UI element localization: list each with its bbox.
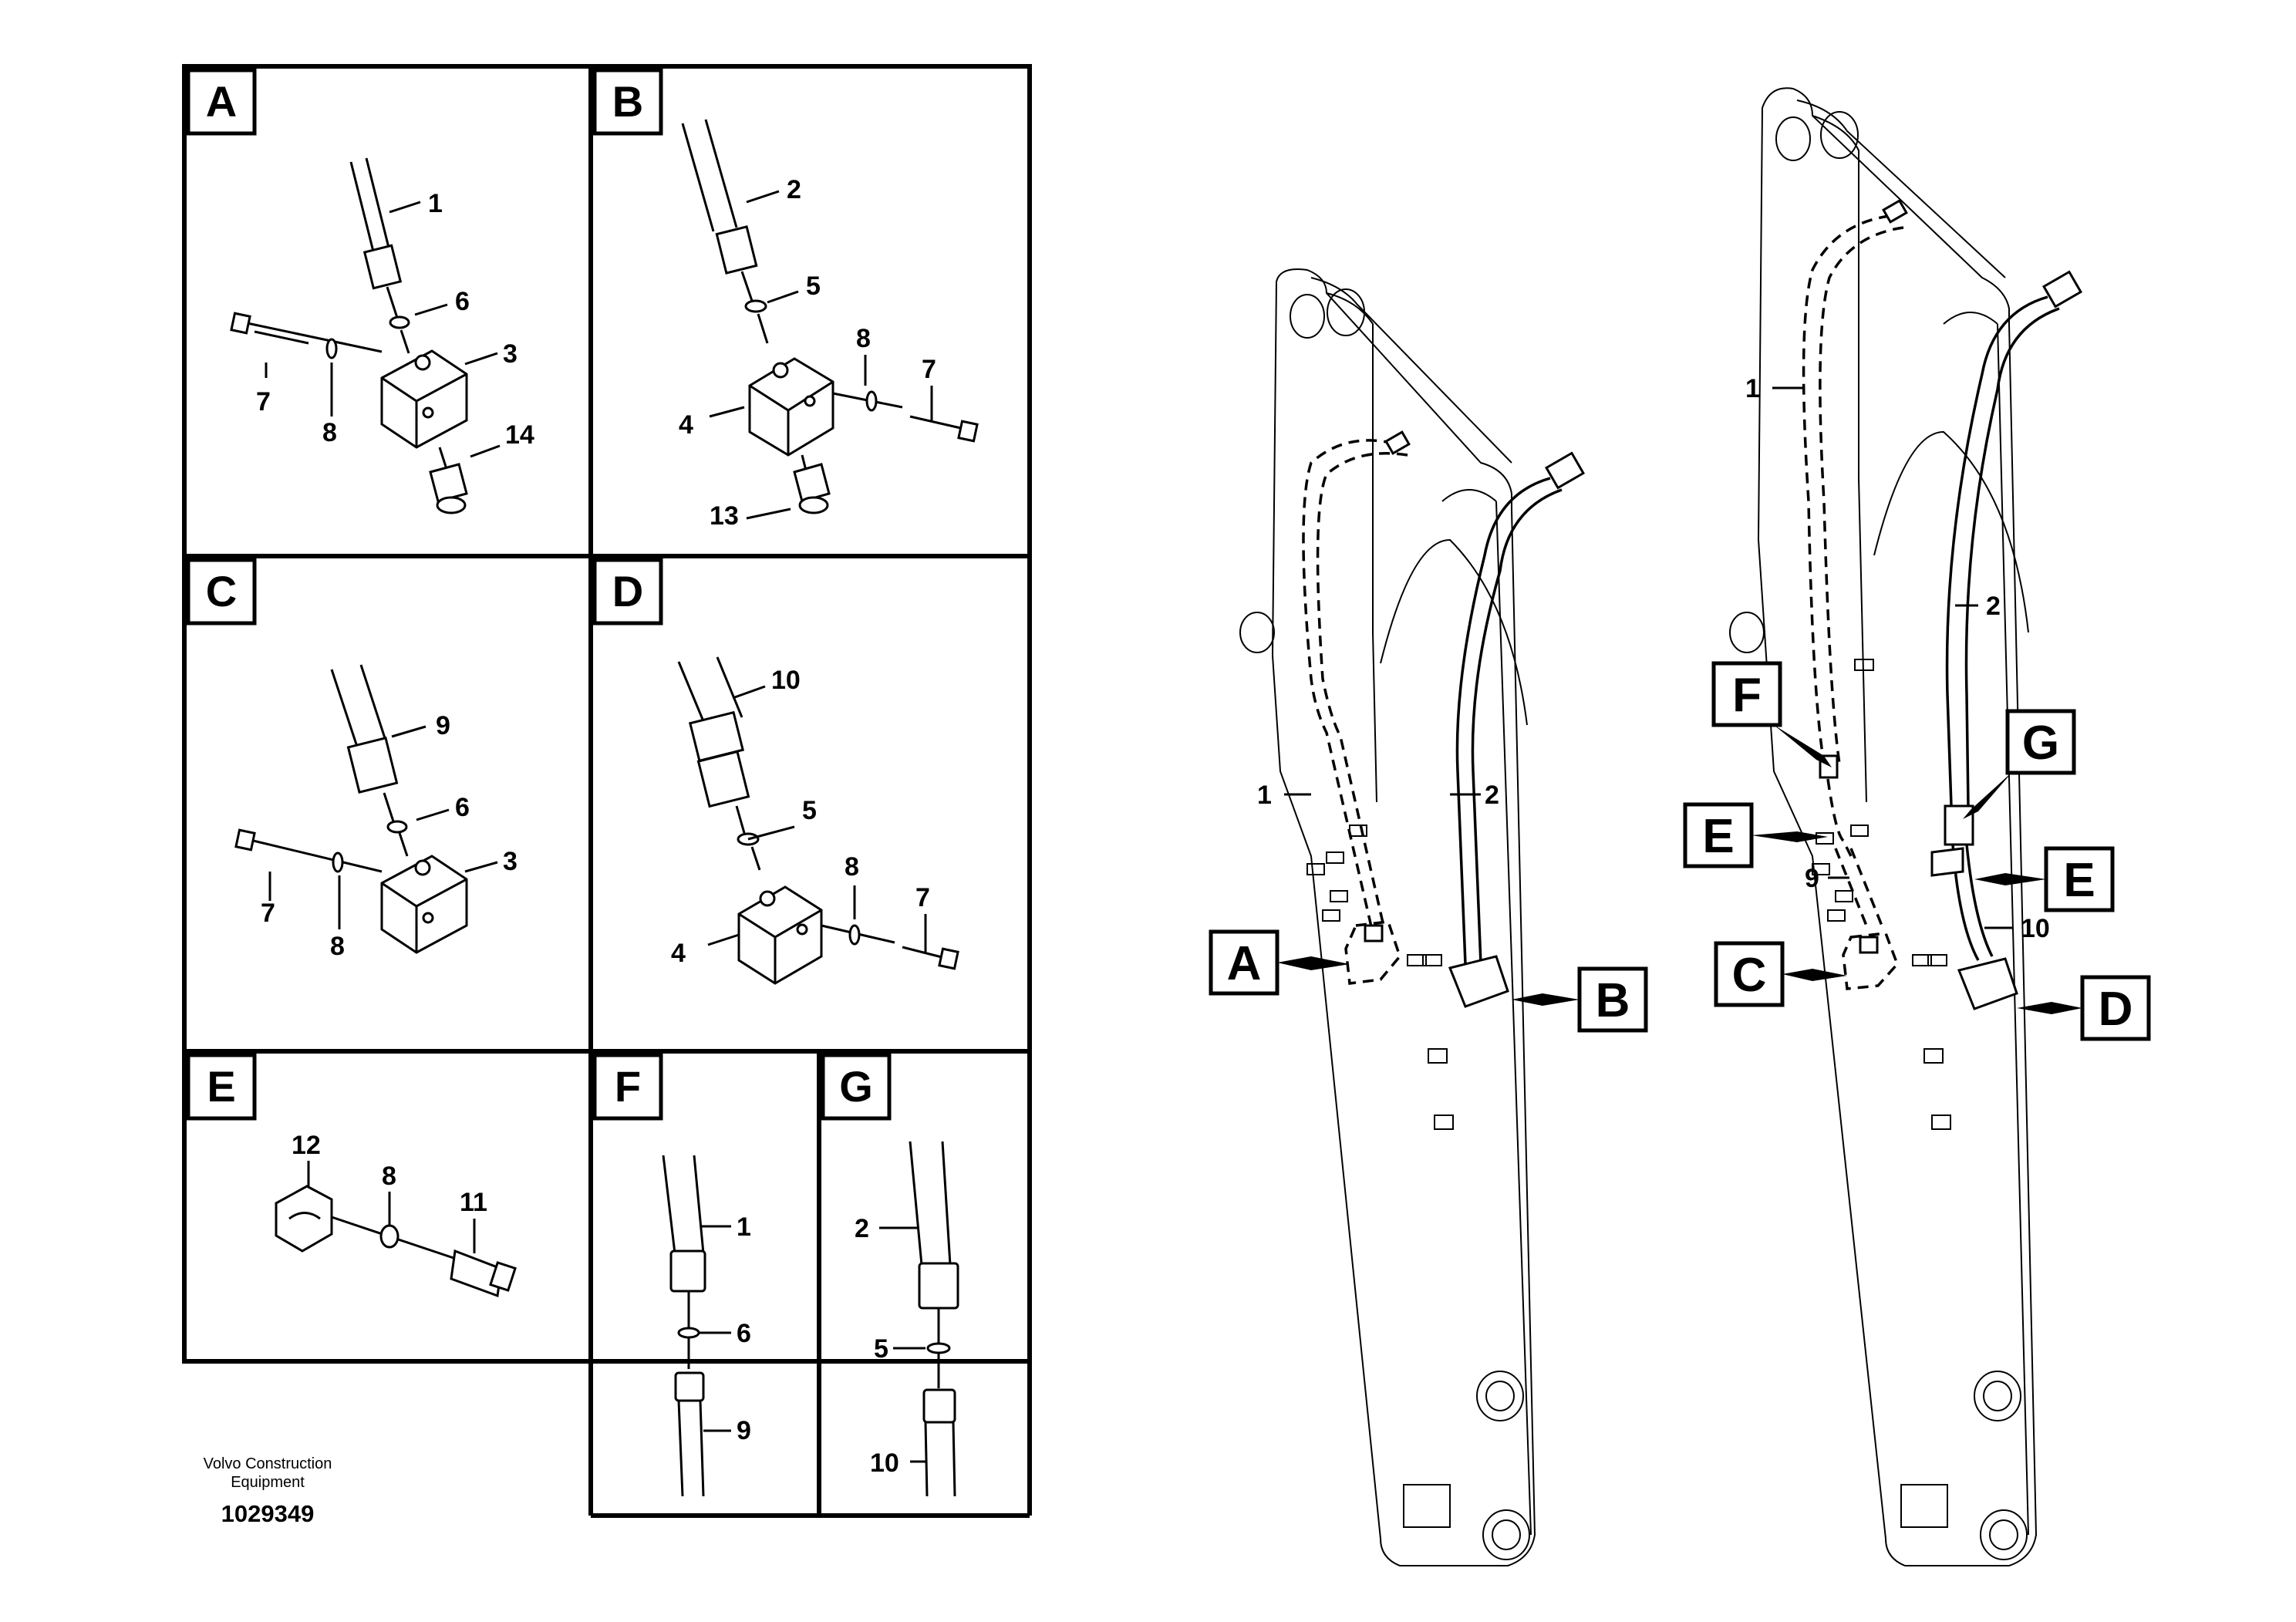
panel-a-callout-8: 8 [322,418,337,447]
boom-left-label-1: 1 [1257,781,1272,810]
panel-b-callout-13: 13 [710,501,739,531]
panel-e-callout-11: 11 [460,1188,487,1217]
boom-right-flag-e-right-label: E [2063,854,2095,907]
panel-b: B 2 5 8 7 4 13 [592,68,979,531]
panel-d-callout-7: 7 [915,883,930,912]
boom-right-label-1: 1 [1745,374,1760,403]
boom-right-label-10: 10 [2021,914,2050,943]
panel-c-callout-9: 9 [436,711,450,740]
panel-a-letter: A [206,77,237,126]
boom-right-flag-d[interactable] [2080,975,2151,1041]
panel-b-callout-2: 2 [787,175,801,204]
panel-d-letter: D [612,567,643,615]
footer: Volvo Construction Equipment 1029349 [204,1455,332,1527]
panel-g-callout-5: 5 [874,1334,888,1364]
panel-d: D 10 5 8 7 4 [592,558,959,985]
panel-b-callout-7: 7 [922,355,936,384]
panel-f-callout-6: 6 [737,1319,751,1348]
boom-left-flag-b[interactable] [1577,966,1648,1033]
boom-right-label-2: 2 [1986,592,2001,621]
panel-e-letter: E [207,1062,235,1111]
panel-a-callout-3: 3 [503,339,518,369]
boom-right-flag-e-left-label: E [1702,810,1734,863]
panel-d-callout-10: 10 [771,666,801,695]
boom-left-flag-b-label: B [1596,974,1630,1027]
panel-a: A 1 6 3 7 8 14 [186,68,534,514]
boom-left-flag-a[interactable] [1209,929,1279,996]
panel-d-callout-5: 5 [802,796,817,825]
panel-d-callout-8: 8 [845,852,859,882]
panel-a-callout-1: 1 [428,189,443,218]
drawing-number: 1029349 [221,1500,315,1527]
panel-e-callout-12: 12 [292,1131,321,1160]
panel-c-callout-7: 7 [261,899,275,928]
boom-right-label-9: 9 [1805,864,1819,893]
boom-right-flag-g-label: G [2022,717,2059,770]
panel-c: C 9 6 3 7 8 [186,558,518,961]
footer-brand-line1: Volvo Construction [204,1455,332,1472]
boom-right-flag-g[interactable] [2005,709,2076,775]
panel-c-callout-6: 6 [455,793,470,822]
footer-brand-line2: Equipment [231,1474,305,1491]
boom-right-flag-f-label: F [1732,669,1762,722]
boom-right-flag-e-left[interactable] [1683,802,1754,868]
panel-g-callout-2: 2 [855,1214,869,1243]
panel-b-callout-5: 5 [806,271,821,301]
panel-d-callout-4: 4 [671,939,686,968]
boom-left-label-2: 2 [1485,781,1499,810]
boom-left: 1 2 A B [1209,268,1648,1566]
panel-b-callout-4: 4 [679,410,693,440]
panel-a-callout-7: 7 [256,387,271,416]
boom-left-flag-a-label: A [1227,937,1262,990]
panel-e: E 12 8 11 [186,1053,517,1298]
panel-f-callout-1: 1 [737,1212,751,1242]
boom-right-flag-c-label: C [1732,949,1767,1002]
panel-g-letter: G [839,1062,873,1111]
panel-e-callout-8: 8 [382,1162,396,1191]
panel-c-callout-3: 3 [503,847,518,876]
panel-g-callout-10: 10 [870,1448,899,1478]
detail-panels-grid [182,64,1032,1518]
boom-right-flag-f[interactable] [1711,661,1782,727]
boom-right: 1 2 9 10 F G E E C D [1683,87,2151,1566]
panel-c-callout-8: 8 [330,932,345,961]
panel-f-callout-9: 9 [737,1416,751,1445]
panel-f-letter: F [615,1062,641,1111]
panel-c-letter: C [206,567,237,615]
panel-b-letter: B [612,77,643,126]
panel-a-callout-6: 6 [455,287,470,316]
boom-right-flag-d-label: D [2099,983,2133,1036]
panel-a-callout-14: 14 [505,420,534,450]
panel-g: G 2 5 10 [821,1053,959,1497]
panel-b-callout-8: 8 [856,324,871,353]
panel-f: F 1 6 9 [592,1053,751,1497]
